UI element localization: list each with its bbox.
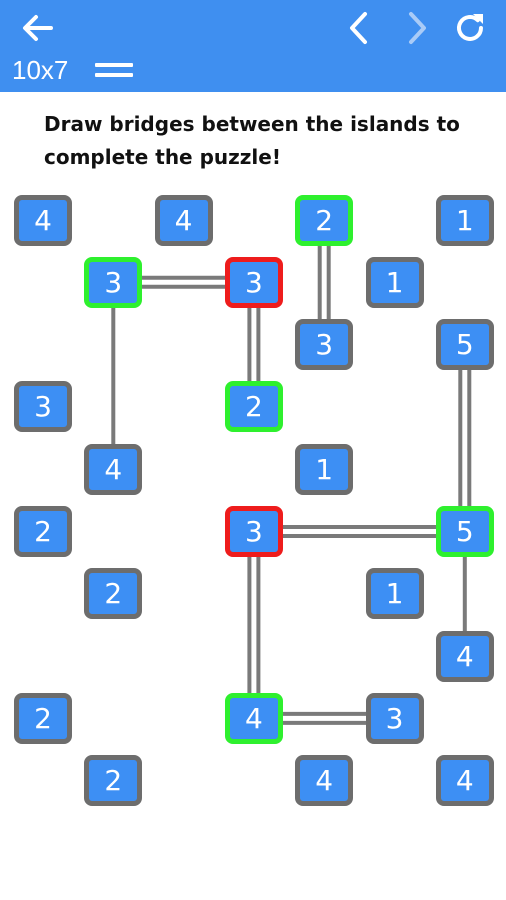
island-r5c3[interactable]: 3	[224, 506, 283, 557]
island-r1c5[interactable]: 1	[365, 256, 424, 308]
island-r0c4[interactable]: 2	[295, 194, 354, 246]
island-r9c1[interactable]: 2	[84, 755, 143, 807]
chevron-right-icon	[409, 12, 426, 44]
island-r0c2[interactable]: 4	[154, 194, 213, 246]
chevron-left-icon	[350, 12, 367, 44]
island-r1c3[interactable]: 3	[224, 256, 283, 308]
back-button[interactable]	[16, 6, 60, 50]
island-r2c6[interactable]: 5	[435, 319, 494, 371]
island-r4c1[interactable]: 4	[84, 443, 143, 495]
island-r8c0[interactable]: 2	[14, 692, 72, 744]
island-r0c0[interactable]: 4	[14, 194, 72, 246]
island-r5c6[interactable]: 5	[435, 506, 494, 557]
island-r7c6[interactable]: 4	[435, 630, 494, 682]
refresh-icon	[457, 14, 483, 41]
next-puzzle-button[interactable]	[396, 6, 440, 50]
island-r4c4[interactable]: 1	[295, 443, 354, 495]
island-r5c0[interactable]: 2	[14, 506, 72, 557]
island-r6c1[interactable]: 2	[84, 568, 143, 620]
menu-icon[interactable]	[95, 61, 133, 81]
island-r3c0[interactable]: 3	[14, 381, 72, 433]
restart-button[interactable]	[448, 6, 492, 50]
island-r6c5[interactable]: 1	[365, 568, 424, 620]
arrow-left-icon	[23, 15, 53, 41]
island-r8c3[interactable]: 4	[224, 692, 283, 744]
top-app-bar: 10x7	[0, 0, 506, 92]
instructions-text: Draw bridges between the islands to comp…	[44, 112, 460, 169]
puzzle-size-label: 10x7	[12, 55, 69, 85]
island-r1c1[interactable]: 3	[84, 256, 143, 308]
island-r9c4[interactable]: 4	[295, 755, 354, 807]
island-r3c3[interactable]: 2	[224, 381, 283, 433]
island-r8c5[interactable]: 3	[365, 692, 424, 744]
island-r9c6[interactable]: 4	[435, 755, 494, 807]
previous-puzzle-button[interactable]	[336, 6, 380, 50]
island-r0c6[interactable]: 1	[435, 194, 494, 246]
island-r2c4[interactable]: 3	[295, 319, 354, 371]
